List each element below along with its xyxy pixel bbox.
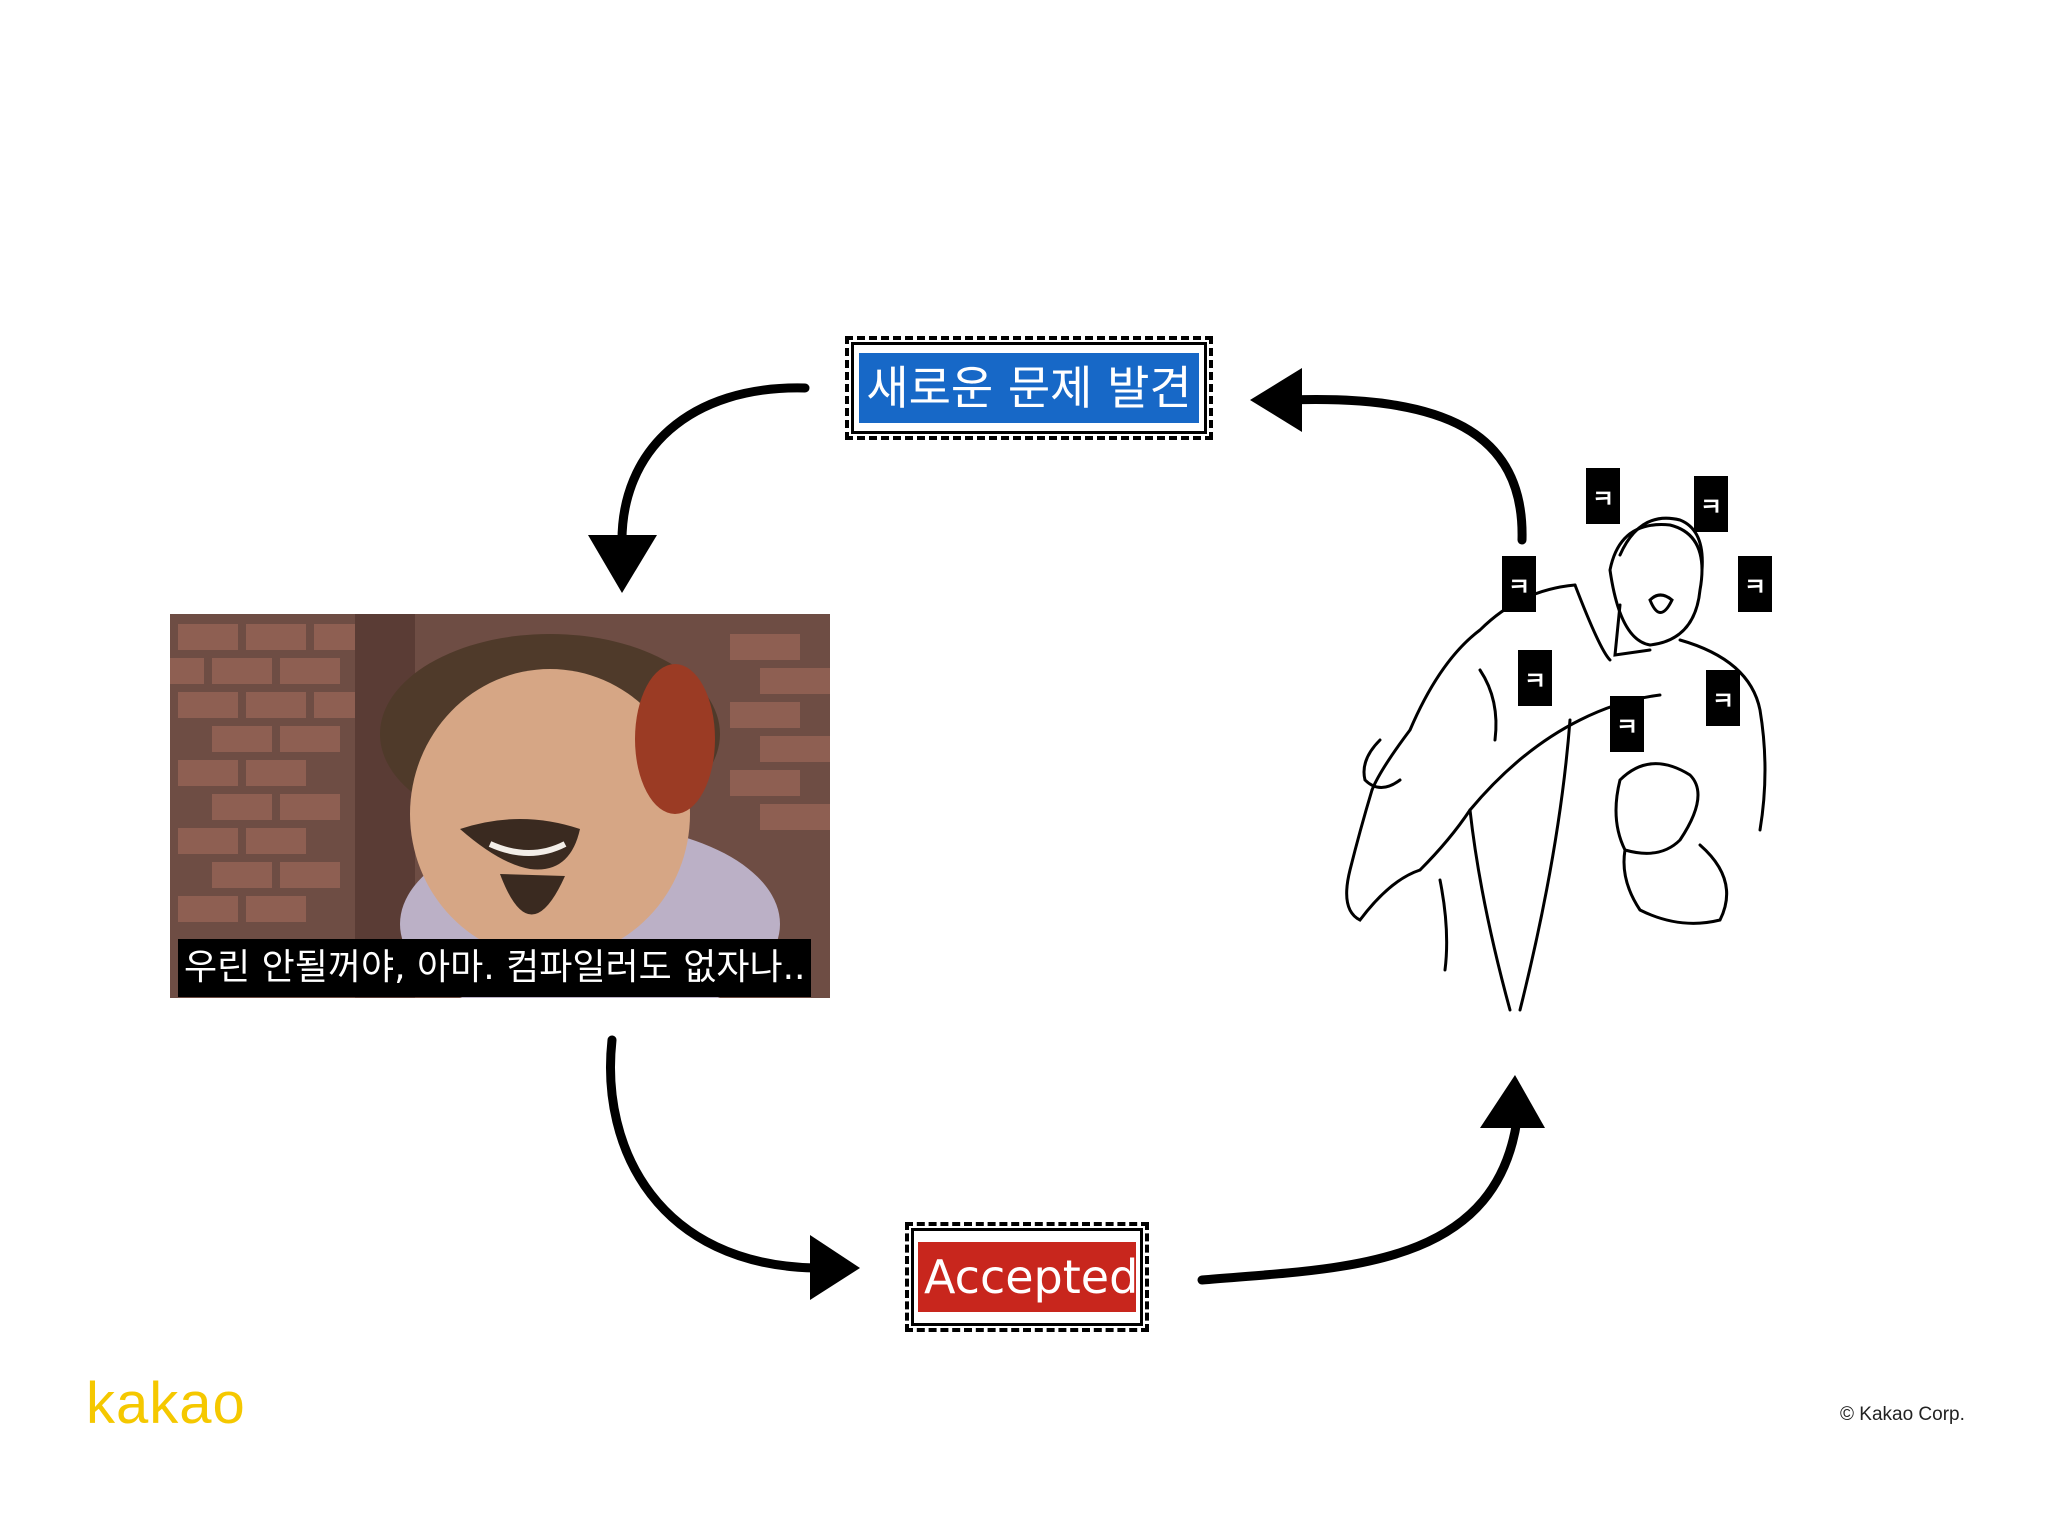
accepted-node: Accepted bbox=[905, 1222, 1149, 1332]
laughing-person-sketch: ㅋ ㅋ ㅋ ㅋ ㅋ ㅋ ㅋ bbox=[1320, 450, 1780, 1030]
problem-found-node: 새로운 문제 발견 bbox=[845, 336, 1213, 440]
copyright-notice: © Kakao Corp. bbox=[1840, 1404, 1965, 1425]
laughing-person-drawing bbox=[1345, 516, 1767, 1012]
arrow-right-to-top bbox=[1285, 395, 1527, 545]
laugh-tag-7: ㅋ bbox=[1610, 696, 1644, 752]
laugh-tag-3: ㅋ bbox=[1502, 556, 1536, 612]
arrow-head-right bbox=[1480, 1075, 1545, 1128]
laugh-tag-2: ㅋ bbox=[1694, 476, 1728, 532]
arrow-top-to-left bbox=[617, 383, 810, 550]
movie-subtitle: 우린 안될꺼야, 아마. 컴파일러도 없자나.. bbox=[178, 939, 812, 997]
laugh-tag-5: ㅋ bbox=[1518, 650, 1552, 706]
laugh-tag-1: ㅋ bbox=[1586, 468, 1620, 524]
arrow-head-left bbox=[588, 535, 657, 593]
arrow-left-to-bottom bbox=[606, 1035, 820, 1273]
arrow-head-bottom bbox=[810, 1235, 860, 1300]
kakao-logo: kakao bbox=[86, 1371, 246, 1436]
laugh-tag-4: ㅋ bbox=[1738, 556, 1772, 612]
pessimist-photo: 우린 안될꺼야, 아마. 컴파일러도 없자나.. bbox=[170, 614, 830, 998]
arrow-head-top bbox=[1250, 368, 1302, 432]
accepted-label: Accepted bbox=[918, 1242, 1138, 1312]
laugh-tag-6: ㅋ bbox=[1706, 670, 1740, 726]
problem-found-label: 새로운 문제 발견 bbox=[859, 353, 1199, 423]
arrow-bottom-to-right bbox=[1197, 1115, 1522, 1285]
